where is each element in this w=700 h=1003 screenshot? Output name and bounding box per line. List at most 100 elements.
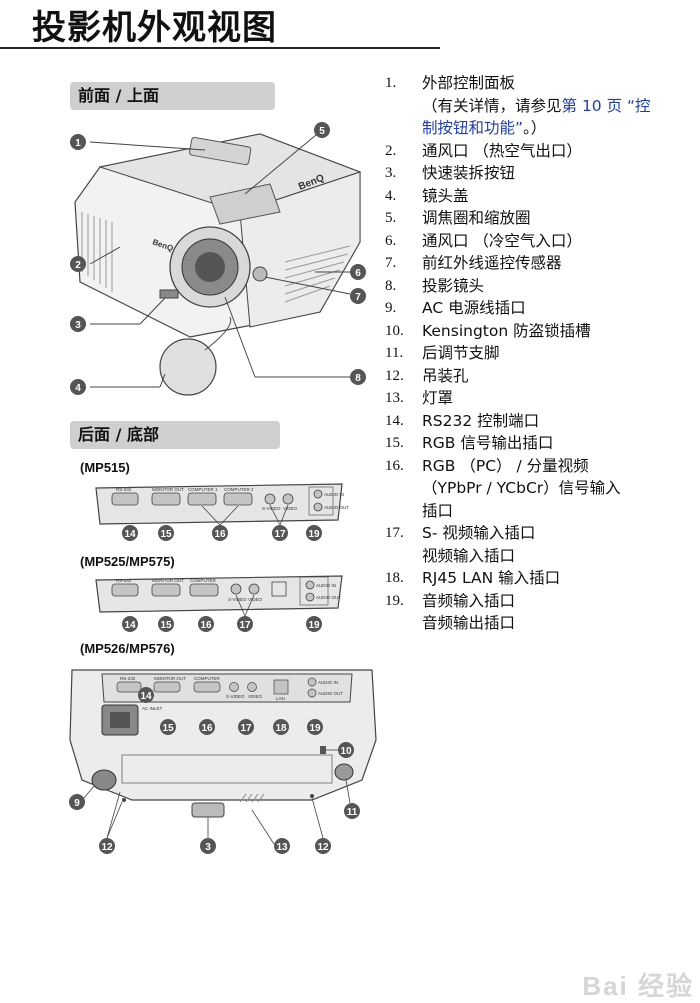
callout-16: 16 bbox=[198, 616, 214, 632]
legend-text: 后调节支脚 bbox=[422, 344, 500, 362]
panel-blank bbox=[271, 581, 287, 597]
svg-text:5: 5 bbox=[319, 126, 325, 137]
callout-14: 14 bbox=[122, 616, 138, 632]
callout-15: 15 bbox=[160, 719, 176, 735]
monitor-out-port bbox=[151, 492, 181, 506]
callout-6: 6 bbox=[350, 264, 366, 280]
section-front-top: 前面 / 上面 bbox=[70, 82, 275, 110]
quick-release-button bbox=[159, 289, 179, 299]
legend-text: RS232 控制端口 bbox=[422, 411, 540, 430]
svg-text:17: 17 bbox=[240, 723, 252, 734]
svg-text:12: 12 bbox=[101, 842, 113, 853]
svg-text:VIDEO: VIDEO bbox=[248, 597, 263, 602]
rs232-port bbox=[111, 583, 139, 597]
callout-10: 10 bbox=[338, 742, 354, 758]
mount-hole bbox=[122, 798, 126, 802]
computer2-port bbox=[223, 492, 253, 506]
svg-text:COMPUTER 1: COMPUTER 1 bbox=[188, 487, 218, 492]
rs232-port bbox=[116, 681, 142, 693]
svg-text:RS-232: RS-232 bbox=[116, 487, 132, 492]
computer-port bbox=[193, 681, 221, 693]
legend-text: 插口 bbox=[422, 501, 454, 520]
legend-item: 15.RGB 信号输出插口 bbox=[385, 432, 690, 455]
video-port bbox=[282, 493, 294, 505]
legend-text: 快速装拆按钮 bbox=[422, 164, 516, 182]
legend-item: 4.镜头盖 bbox=[385, 185, 690, 208]
legend-item: 8.投影镜头 bbox=[385, 275, 690, 298]
callout-14: 14 bbox=[122, 525, 138, 541]
svg-text:VIDEO: VIDEO bbox=[283, 506, 298, 511]
title-divider bbox=[0, 47, 440, 49]
svg-text:S-VIDEO: S-VIDEO bbox=[226, 694, 245, 699]
svg-text:10: 10 bbox=[340, 746, 352, 757]
zoom-focus-rings bbox=[209, 183, 281, 225]
lamp-cover-vent bbox=[239, 793, 265, 803]
legend-item: 19.音频输入插口音频输出插口 bbox=[385, 590, 690, 635]
legend-text: AC 电源线插口 bbox=[422, 299, 526, 317]
callout-2: 2 bbox=[70, 256, 86, 272]
ir-sensor bbox=[252, 266, 268, 282]
svg-text:AUDIO IN: AUDIO IN bbox=[324, 492, 344, 497]
legend-item: 14.RS232 控制端口 bbox=[385, 410, 690, 433]
legend-text: 前红外线遥控传感器 bbox=[422, 254, 562, 272]
s-video-port bbox=[229, 682, 239, 692]
projector-front-figure: BenQ BenQ 1 5 2 3 4 6 7 8 bbox=[70, 122, 366, 396]
callout-4: 4 bbox=[70, 379, 86, 395]
svg-text:15: 15 bbox=[160, 620, 172, 631]
legend-text: RJ45 LAN 输入插口 bbox=[422, 569, 561, 587]
watermark: Bai 经验 bbox=[582, 971, 694, 1001]
page-reference-link-cont[interactable]: 制按钮和功能” bbox=[422, 119, 524, 137]
mount-hole bbox=[310, 794, 314, 798]
legend-text: （YPbPr / YCbCr）信号输入 bbox=[422, 479, 621, 497]
legend-text: 音频输出插口 bbox=[422, 614, 516, 632]
callout-3: 3 bbox=[70, 316, 86, 332]
audio-out-port bbox=[305, 592, 315, 602]
callout-13: 13 bbox=[274, 838, 290, 854]
callout-3: 3 bbox=[200, 838, 216, 854]
svg-text:RS-232: RS-232 bbox=[116, 578, 132, 583]
lan-port bbox=[273, 679, 289, 695]
svg-text:AUDIO OUT: AUDIO OUT bbox=[324, 505, 349, 510]
legend-text: 音频输入插口 bbox=[422, 591, 516, 610]
legend-text: 镜头盖 bbox=[422, 186, 469, 205]
svg-text:16: 16 bbox=[200, 620, 212, 631]
legend-item: 3.快速装拆按钮 bbox=[385, 162, 690, 185]
section-rear-bottom: 后面 / 底部 bbox=[70, 421, 280, 449]
callout-12-right: 12 bbox=[315, 838, 331, 854]
legend-item: 6.通风口 （冷空气入口） bbox=[385, 230, 690, 253]
audio-out-port bbox=[313, 502, 323, 512]
svg-text:AC INLET: AC INLET bbox=[142, 706, 163, 711]
legend-text: 灯罩 bbox=[422, 389, 454, 407]
callout-19: 19 bbox=[307, 719, 323, 735]
callout-7: 7 bbox=[350, 288, 366, 304]
s-video-port bbox=[230, 583, 242, 595]
svg-text:16: 16 bbox=[214, 529, 226, 540]
lens-cap-strap bbox=[204, 316, 232, 351]
svg-text:VIDEO: VIDEO bbox=[248, 694, 263, 699]
callout-17: 17 bbox=[272, 525, 288, 541]
video-port bbox=[247, 682, 257, 692]
svg-text:AUDIO OUT: AUDIO OUT bbox=[316, 595, 341, 600]
computer-port bbox=[189, 583, 219, 597]
s-video-port bbox=[264, 493, 276, 505]
legend-text: Kensington 防盗锁插槽 bbox=[422, 321, 591, 340]
svg-text:6: 6 bbox=[355, 268, 361, 279]
svg-text:12: 12 bbox=[317, 842, 329, 853]
legend-item: 2.通风口 （热空气出口） bbox=[385, 140, 690, 163]
leader-lines bbox=[89, 129, 351, 388]
callout-8: 8 bbox=[350, 369, 366, 385]
callout-14: 14 bbox=[138, 687, 154, 703]
svg-text:LAN: LAN bbox=[276, 696, 285, 701]
legend-item: 11.后调节支脚 bbox=[385, 342, 690, 365]
monitor-out-port bbox=[151, 583, 181, 597]
legend-text: S- 视频输入插口 bbox=[422, 524, 536, 542]
callout-11: 11 bbox=[344, 803, 360, 819]
svg-text:AUDIO OUT: AUDIO OUT bbox=[318, 691, 343, 696]
legend-text: 视频输入插口 bbox=[422, 546, 516, 565]
page-reference-link[interactable]: 第 10 页 “控 bbox=[561, 96, 651, 115]
svg-text:9: 9 bbox=[74, 798, 80, 809]
svg-text:7: 7 bbox=[355, 292, 361, 303]
legend-item: 12.吊装孔 bbox=[385, 365, 690, 388]
legend-text: RGB 信号输出插口 bbox=[422, 434, 554, 452]
callout-15: 15 bbox=[158, 525, 174, 541]
